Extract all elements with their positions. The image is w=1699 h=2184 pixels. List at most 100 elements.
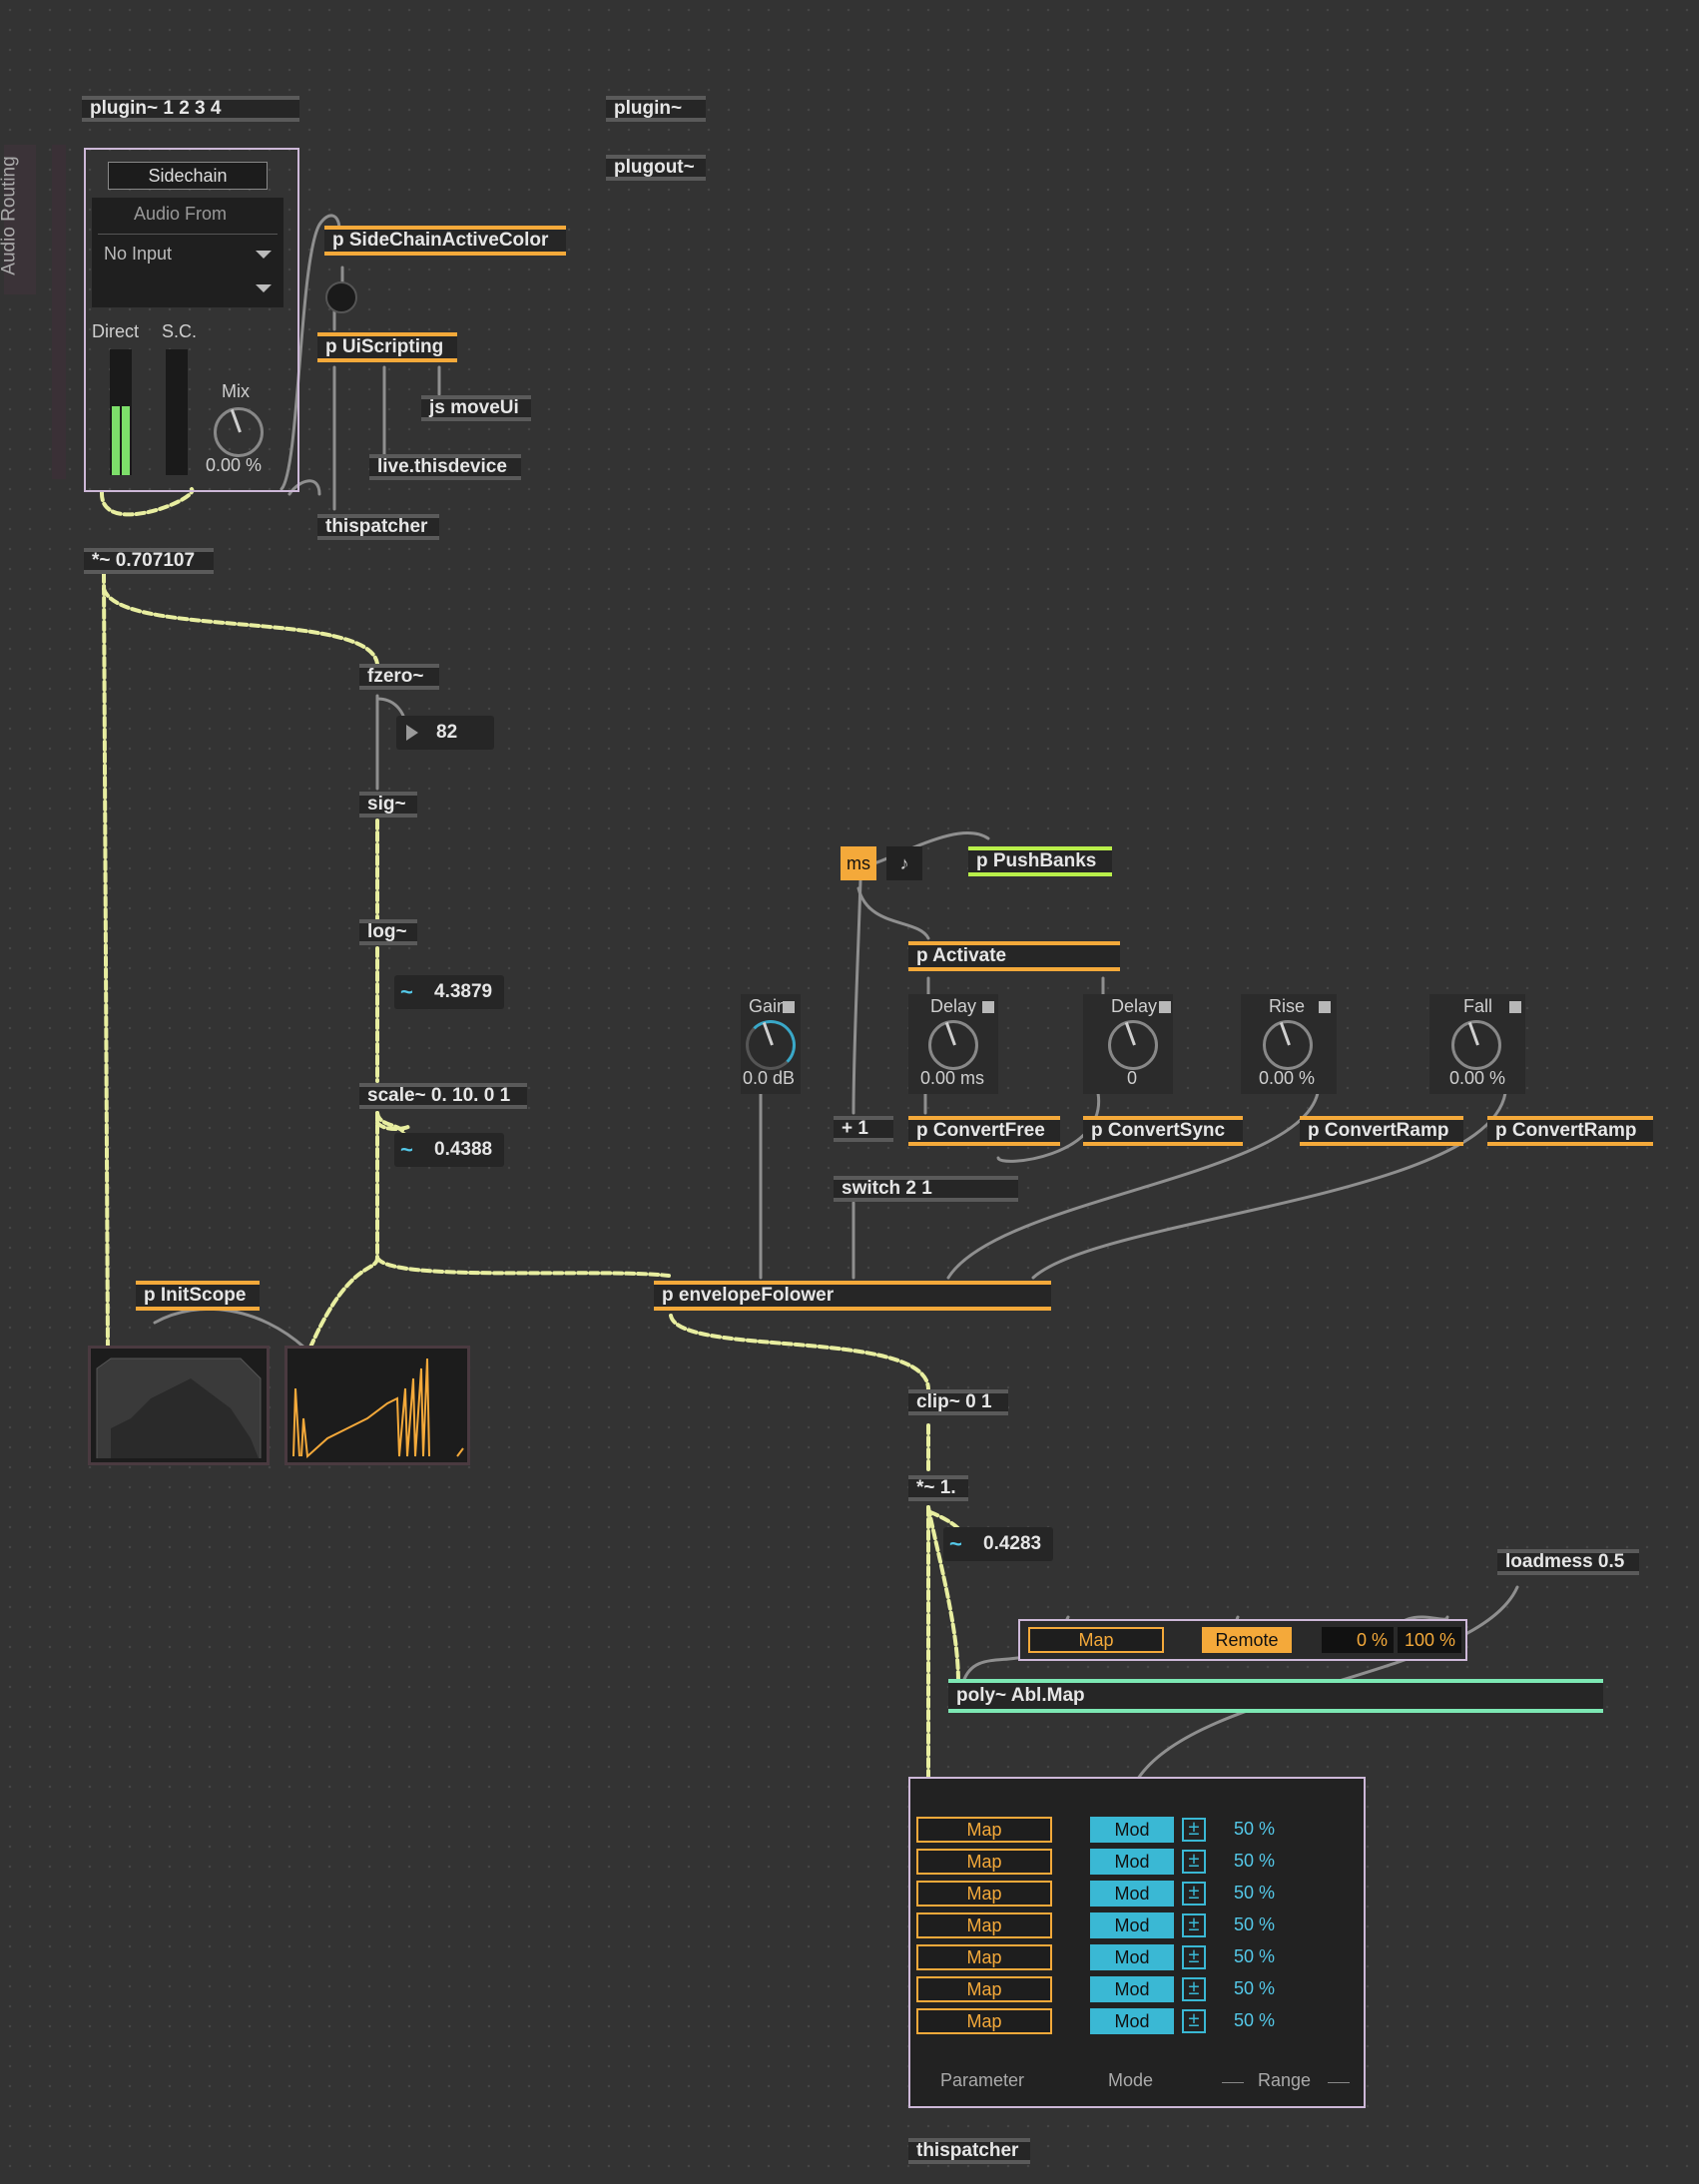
map-row-range-value[interactable]: 50 % bbox=[1234, 1883, 1276, 1903]
mult-0707-object[interactable]: *~ 0.707107 bbox=[84, 548, 214, 574]
map-row-plusminus-toggle[interactable]: ± bbox=[1182, 1977, 1206, 2001]
fzero-number-value: 82 bbox=[436, 722, 458, 743]
poly-abl-map-object[interactable]: poly~ Abl.Map bbox=[948, 1679, 1603, 1713]
fzero-number-box[interactable]: 82 bbox=[396, 716, 494, 750]
map-row-plusminus-toggle[interactable]: ± bbox=[1182, 1882, 1206, 1906]
convert-ramp-2-object[interactable]: p ConvertRamp bbox=[1487, 1116, 1653, 1146]
map-row-map-button[interactable]: Map bbox=[916, 1912, 1052, 1938]
ms-toggle[interactable]: ms bbox=[841, 846, 876, 880]
spectrum-graph bbox=[96, 1358, 262, 1458]
note-toggle[interactable]: ♪ bbox=[886, 846, 922, 880]
map-row-range-value[interactable]: 50 % bbox=[1234, 1819, 1276, 1839]
map-row-mode-button[interactable]: Mod bbox=[1090, 1976, 1174, 2002]
delay-ms-dial-box: Delay 0.00 ms bbox=[908, 994, 998, 1094]
map-row-mode-button[interactable]: Mod bbox=[1090, 1817, 1174, 1843]
audio-routing-tab[interactable]: Audio Routing bbox=[0, 145, 36, 294]
map-row-map-button[interactable]: Map bbox=[916, 2008, 1052, 2034]
map-row-plusminus-toggle[interactable]: ± bbox=[1182, 1850, 1206, 1874]
gain-dial[interactable] bbox=[746, 1020, 796, 1070]
scale-signal-value: 0.4388 bbox=[434, 1139, 493, 1160]
map-strip-remote-button[interactable]: Remote bbox=[1202, 1627, 1292, 1653]
map-strip-max-value[interactable]: 100 % bbox=[1398, 1627, 1461, 1653]
header-range: Range bbox=[1258, 2070, 1312, 2090]
convert-sync-object[interactable]: p ConvertSync bbox=[1083, 1116, 1243, 1146]
rise-dial[interactable] bbox=[1263, 1020, 1313, 1070]
fall-dial-label: Fall bbox=[1463, 996, 1493, 1016]
mult-1-object[interactable]: *~ 1. bbox=[908, 1475, 968, 1501]
chevron-down-icon bbox=[256, 284, 272, 292]
map-row-plusminus-toggle[interactable]: ± bbox=[1182, 2009, 1206, 2033]
audio-from-dropdown[interactable]: No Input bbox=[96, 238, 280, 270]
fall-dial[interactable] bbox=[1451, 1020, 1501, 1070]
audio-from-value: No Input bbox=[104, 244, 173, 264]
mix-dial[interactable] bbox=[214, 407, 264, 457]
js-moveui-object[interactable]: js moveUi bbox=[421, 395, 531, 421]
sidechain-button[interactable]: Sidechain bbox=[108, 162, 268, 190]
map-strip-min-value[interactable]: 0 % bbox=[1322, 1627, 1394, 1653]
loadmess-object[interactable]: loadmess 0.5 bbox=[1497, 1549, 1639, 1575]
map-row-plusminus-toggle[interactable]: ± bbox=[1182, 1945, 1206, 1969]
sc-meter bbox=[166, 349, 188, 475]
clip-object[interactable]: clip~ 0 1 bbox=[908, 1389, 1008, 1415]
delay-ms-dial[interactable] bbox=[928, 1020, 978, 1070]
sig-object[interactable]: sig~ bbox=[359, 792, 417, 818]
plugin-1234-object[interactable]: plugin~ 1 2 3 4 bbox=[82, 96, 299, 122]
gain-dial-label: Gain bbox=[749, 996, 788, 1016]
plugin-object[interactable]: plugin~ bbox=[606, 96, 706, 122]
map-row-map-button[interactable]: Map bbox=[916, 1817, 1052, 1843]
ui-scripting-object[interactable]: p UiScripting bbox=[317, 332, 457, 362]
fall-indicator bbox=[1509, 1001, 1521, 1013]
mix-label: Mix bbox=[222, 381, 250, 401]
map-row-mode-button[interactable]: Mod bbox=[1090, 1881, 1174, 1907]
mix-value: 0.00 % bbox=[206, 455, 263, 475]
plugout-object[interactable]: plugout~ bbox=[606, 155, 706, 181]
map-row-mode-button[interactable]: Mod bbox=[1090, 1944, 1174, 1970]
audio-routing-panel: Sidechain Audio From No Input Direct S.C… bbox=[84, 148, 299, 492]
audio-routing-label: Audio Routing bbox=[0, 156, 20, 275]
log-signal-value: 4.3879 bbox=[434, 981, 493, 1002]
thispatcher-bottom-object[interactable]: thispatcher bbox=[908, 2138, 1030, 2164]
map-strip-map-button[interactable]: Map bbox=[1028, 1627, 1164, 1653]
map-row-range-value[interactable]: 50 % bbox=[1234, 1946, 1276, 1966]
header-parameter: Parameter bbox=[940, 2070, 1025, 2090]
color-button[interactable] bbox=[325, 281, 357, 313]
header-range-line-right bbox=[1328, 2082, 1350, 2083]
map-row-range-value[interactable]: 50 % bbox=[1234, 1978, 1276, 1998]
map-row-range-value[interactable]: 50 % bbox=[1234, 1851, 1276, 1871]
map-row-map-button[interactable]: Map bbox=[916, 1944, 1052, 1970]
init-scope-object[interactable]: p InitScope bbox=[136, 1281, 260, 1311]
signal-scope bbox=[284, 1346, 470, 1465]
chevron-down-icon bbox=[256, 251, 272, 259]
push-banks-object[interactable]: p PushBanks bbox=[968, 846, 1112, 876]
sidechain-active-color-object[interactable]: p SideChainActiveColor bbox=[324, 226, 566, 256]
map-row-mode-button[interactable]: Mod bbox=[1090, 1912, 1174, 1938]
map-row-map-button[interactable]: Map bbox=[916, 1881, 1052, 1907]
switch-object[interactable]: switch 2 1 bbox=[834, 1176, 1018, 1202]
convert-free-object[interactable]: p ConvertFree bbox=[908, 1116, 1060, 1146]
fzero-object[interactable]: fzero~ bbox=[359, 664, 439, 690]
delay-sync-dial[interactable] bbox=[1108, 1020, 1158, 1070]
map-row-mode-button[interactable]: Mod bbox=[1090, 1849, 1174, 1875]
map-row-plusminus-toggle[interactable]: ± bbox=[1182, 1913, 1206, 1937]
audio-from-box: Audio From No Input bbox=[92, 198, 283, 307]
map-row-range-value[interactable]: 50 % bbox=[1234, 2010, 1276, 2030]
envelope-folower-object[interactable]: p envelopeFolower bbox=[654, 1281, 1051, 1311]
delay-ms-dial-value: 0.00 ms bbox=[920, 1068, 985, 1088]
activate-object[interactable]: p Activate bbox=[908, 941, 1120, 971]
thispatcher-top-object[interactable]: thispatcher bbox=[317, 514, 439, 540]
plus-1-object[interactable]: + 1 bbox=[834, 1116, 893, 1142]
rise-dial-value: 0.00 % bbox=[1259, 1068, 1316, 1088]
audio-from-divider bbox=[98, 234, 278, 235]
map-row-mode-button[interactable]: Mod bbox=[1090, 2008, 1174, 2034]
spectrum-scope bbox=[88, 1346, 270, 1465]
live-thisdevice-object[interactable]: live.thisdevice bbox=[369, 454, 521, 480]
scale-object[interactable]: scale~ 0. 10. 0 1 bbox=[359, 1083, 527, 1109]
log-object[interactable]: log~ bbox=[359, 919, 417, 945]
map-row-map-button[interactable]: Map bbox=[916, 1976, 1052, 2002]
audio-channel-dropdown[interactable] bbox=[96, 273, 280, 303]
map-row-map-button[interactable]: Map bbox=[916, 1849, 1052, 1875]
map-row-range-value[interactable]: 50 % bbox=[1234, 1914, 1276, 1934]
convert-ramp-1-object[interactable]: p ConvertRamp bbox=[1300, 1116, 1463, 1146]
map-row-plusminus-toggle[interactable]: ± bbox=[1182, 1818, 1206, 1842]
